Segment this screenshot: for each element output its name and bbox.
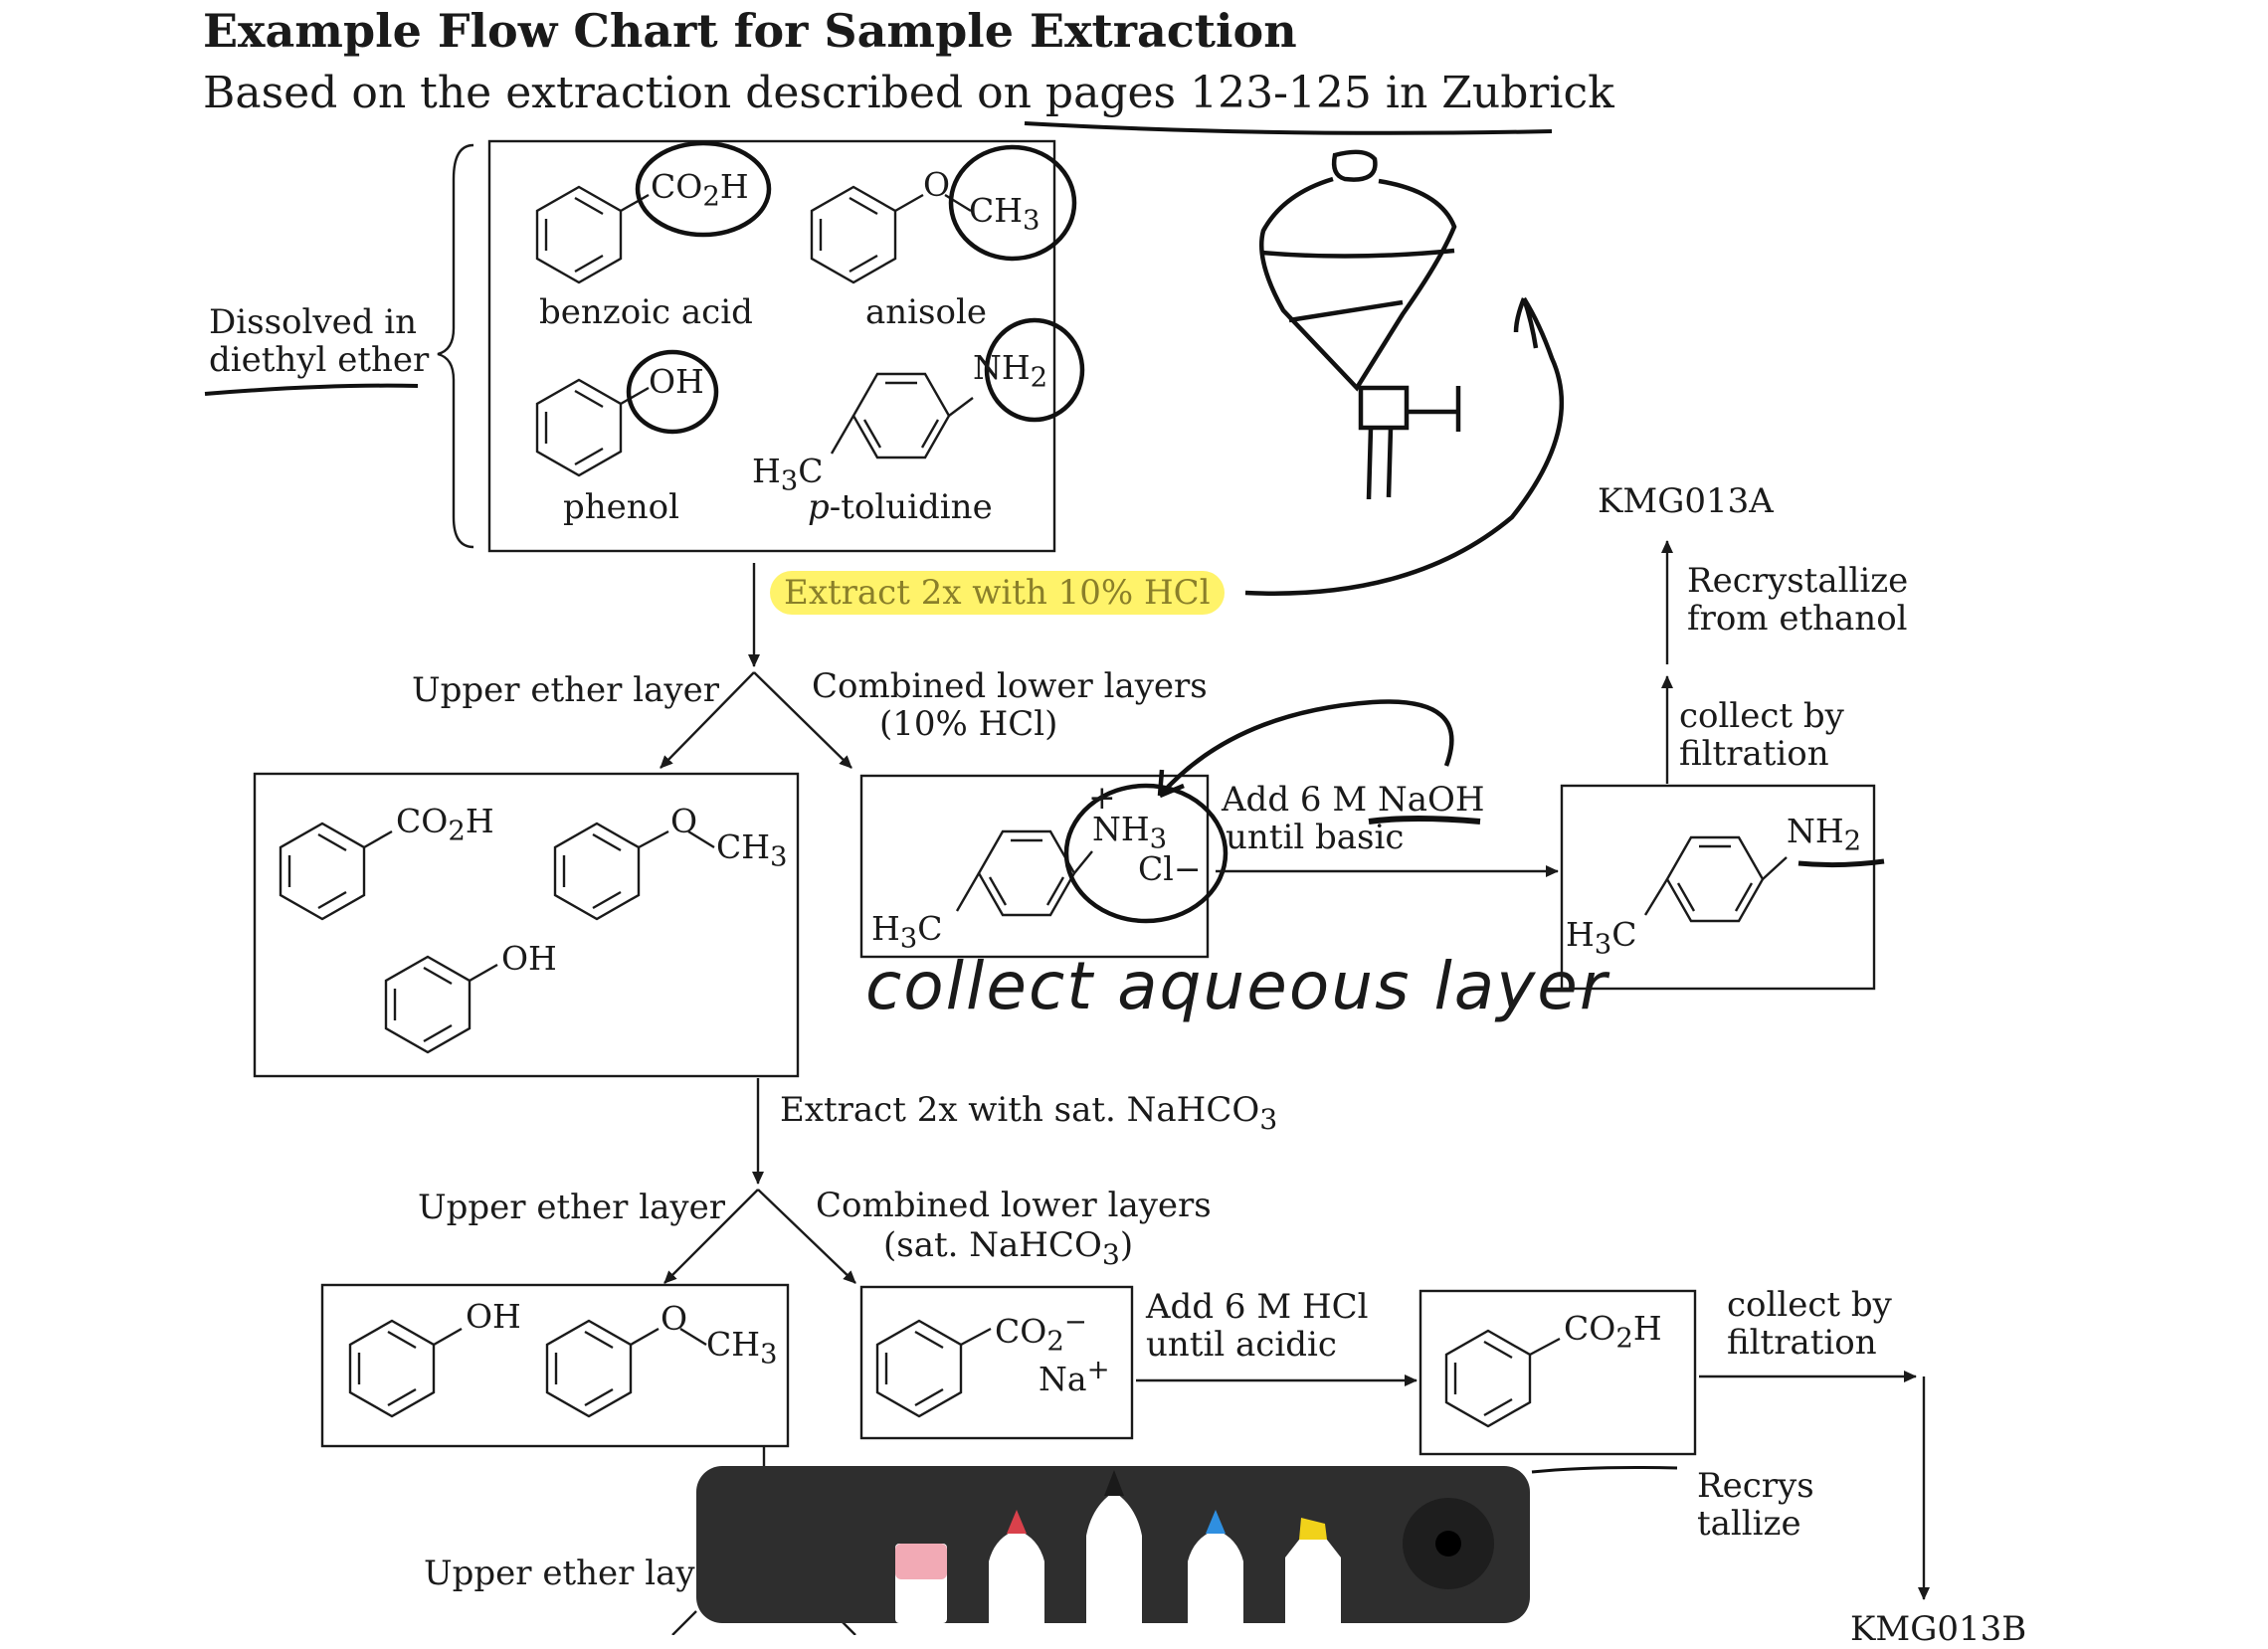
p-toluidine-label: p-toluidine [808,487,993,527]
carboxylate-group: CO2− [995,1306,1087,1358]
anisole-methyl: CH3 [969,191,1040,237]
circle-ammonium-annotation [1063,783,1228,924]
ether1-co2h: CO2H [396,802,494,847]
product-a-box [1560,784,1876,991]
anisole-ring [810,185,897,284]
benzoic-acid-group: CO2H [651,167,749,213]
step1-collect-line2: filtration [1679,734,1829,774]
phenol-group: OH [649,362,704,401]
plus-charge: + [1088,778,1116,817]
product-b-box [1418,1289,1697,1456]
mixture-brace [437,143,474,549]
toluidine-methyl: H3C [752,452,824,497]
ammonium-group: NH3 [1092,810,1168,855]
anisole-oxygen: O [923,165,951,204]
ether2-anisole-o: O [661,1299,688,1338]
separatory-funnel-sketch [1244,149,1565,596]
lasso-button[interactable] [1403,1498,1494,1589]
underline-zubrick [1024,121,1553,135]
ether1-phenol-oh: OH [501,939,557,978]
chloride-counterion: Cl− [1138,849,1202,888]
step2-collect-line1: collect by [1727,1285,1892,1325]
handwritten-note: collect aqueous layer [865,948,1609,1024]
product-a-amine: NH2 [1787,812,1862,857]
ether-layer-box-1 [253,772,800,1078]
highlighter-tool[interactable] [1285,1518,1341,1623]
step1-lower-label-line2: (10% HCl) [879,704,1058,744]
step2-collect-line2: filtration [1727,1323,1877,1363]
product-a-methyl: H3C [1566,915,1637,961]
markup-toolbar [696,1466,1530,1623]
step2-acid-line1: Add 6 M HCl [1146,1287,1369,1327]
ether-layer-box-2 [320,1283,790,1448]
step2-acid-line2: until acidic [1146,1325,1337,1365]
ether2-anisole-ch3: CH3 [706,1325,778,1371]
p-toluidine-ring [851,372,951,459]
step2-lower-label-line2: (sat. NaHCO3) [883,1225,1134,1271]
circle-oh-annotation [626,349,719,435]
step1-recryst-line2: from ethanol [1687,599,1908,639]
eraser-tool[interactable] [895,1544,947,1623]
anisole-label: anisole [865,292,987,332]
blue-pen-tool[interactable] [1188,1510,1243,1623]
product-b-co2h: CO2H [1564,1309,1662,1355]
step2-lower-label-line1: Combined lower layers [816,1186,1212,1225]
step2-upper-label: Upper ether layer [418,1188,725,1227]
step1-base-line2: until basic [1226,818,1405,857]
step2-recryst-line2: tallize [1697,1504,1801,1544]
solvent-label-line2: diethyl ether [209,340,430,380]
circle-och3-annotation [948,144,1077,262]
underline-diethyl-ether [204,383,419,396]
aqueous-layer-box-2 [859,1285,1134,1440]
ether2-phenol-oh: OH [466,1297,521,1336]
step2-recryst-line1: Recrys [1697,1466,1814,1506]
step1-instruction: Extract 2x with 10% HCl [770,571,1225,615]
phenol-ring [535,378,623,477]
black-pen-tool[interactable] [1086,1470,1142,1623]
circle-nh2-annotation [984,317,1085,423]
benzoic-acid-label: benzoic acid [539,292,753,332]
start-mixture-box [487,139,1056,553]
product-b-label: KMG013B [1850,1609,2027,1649]
aqueous-layer-box-1 [859,774,1210,959]
step3-upper-label: Upper ether laye [424,1554,715,1593]
ammonium-methyl: H3C [871,909,943,955]
benzoic-acid-ring [535,185,623,284]
step1-base-line1: Add 6 M NaOH [1222,780,1485,820]
circle-co2h-annotation [635,140,772,238]
ether1-anisole-o: O [670,802,698,840]
red-pen-tool[interactable] [989,1510,1044,1623]
product-a-label: KMG013A [1598,481,1774,521]
toolbar-tools [895,1470,1494,1623]
page-title: Example Flow Chart for Sample Extraction [203,4,1297,58]
sodium-counterion: Na+ [1039,1354,1110,1398]
solvent-label-line1: Dissolved in [209,302,418,342]
step1-upper-label: Upper ether layer [412,670,719,710]
step2-instruction: Extract 2x with sat. NaHCO3 [780,1090,1278,1136]
step1-collect-line1: collect by [1679,696,1844,736]
ether1-anisole-ch3: CH3 [716,827,788,873]
phenol-label: phenol [563,487,680,527]
step1-recryst-line1: Recrystallize [1687,561,1909,601]
toluidine-amine: NH2 [973,348,1048,394]
page-subtitle: Based on the extraction described on pag… [203,68,1614,118]
proton-transfer-arrow [1157,699,1454,799]
step1-lower-label-line1: Combined lower layers [812,666,1208,706]
